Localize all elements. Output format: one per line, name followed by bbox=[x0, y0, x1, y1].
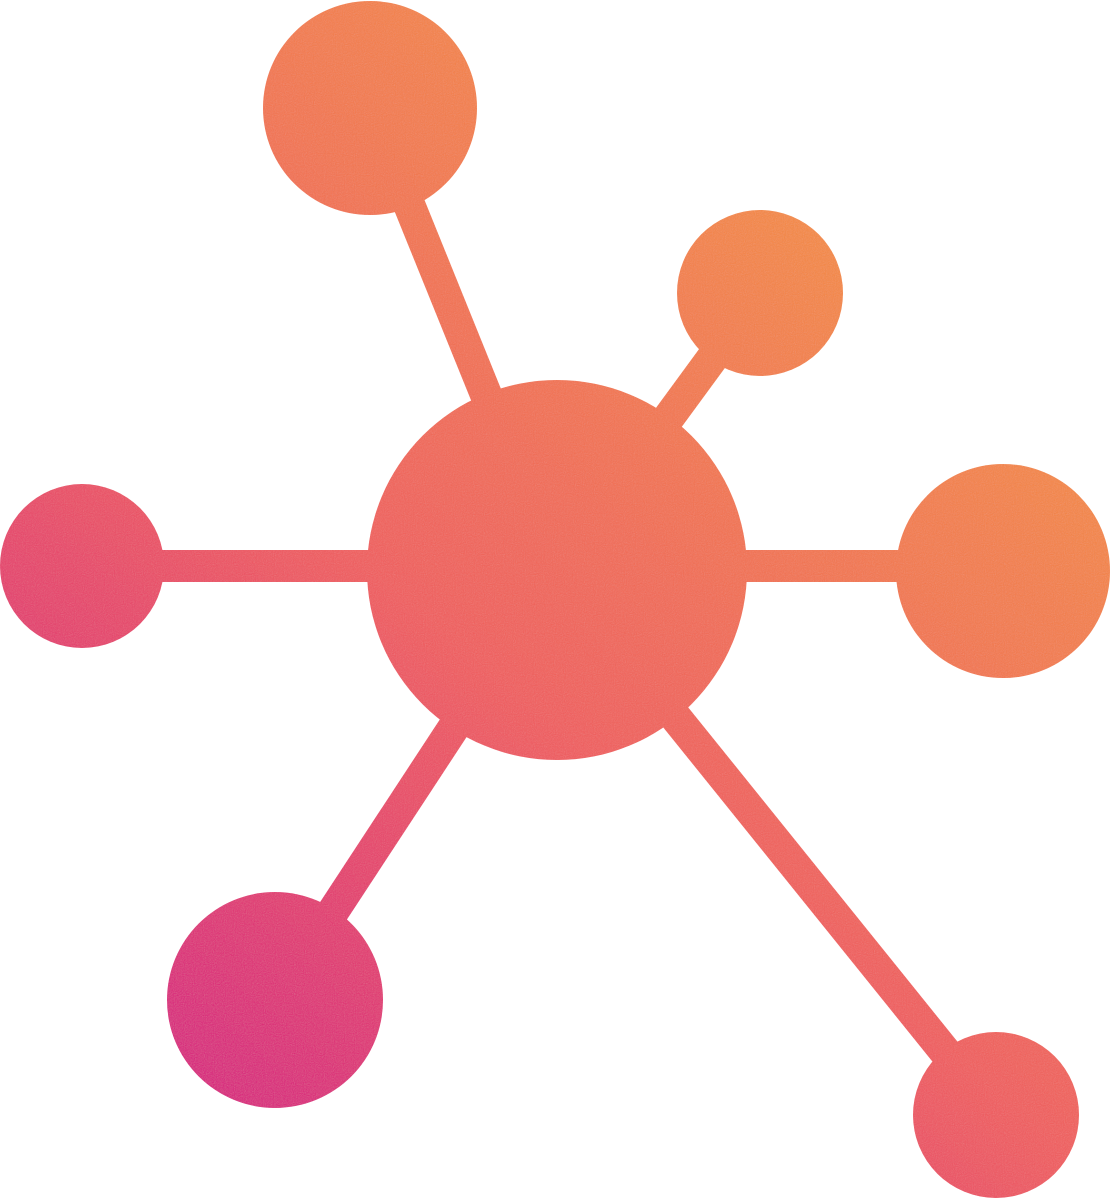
node-top-left bbox=[263, 1, 477, 215]
node-left bbox=[0, 484, 164, 648]
center-node bbox=[367, 380, 747, 760]
node-bottom-right bbox=[913, 1032, 1079, 1198]
node-right bbox=[896, 464, 1110, 678]
node-top-right bbox=[677, 210, 843, 376]
node-bottom-left bbox=[167, 892, 383, 1108]
